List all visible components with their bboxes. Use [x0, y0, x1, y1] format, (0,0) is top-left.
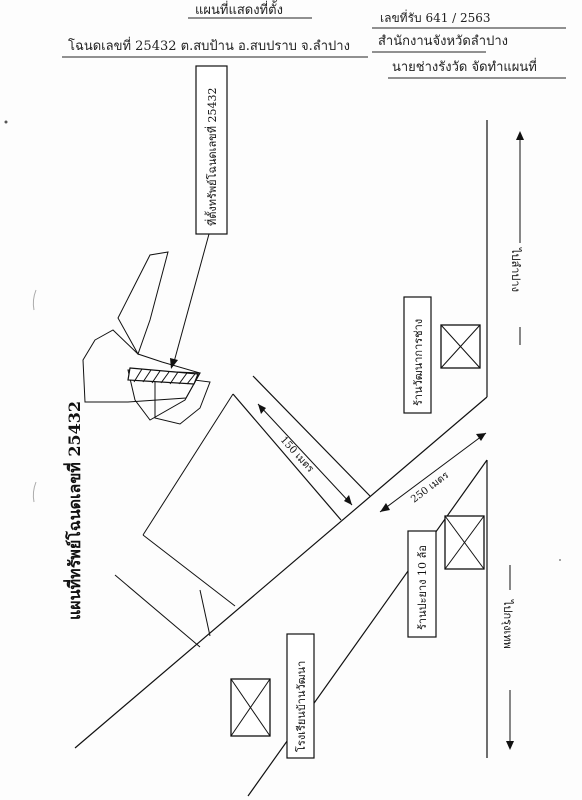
- school-label: โรงเรียนบ้านวัฒนา: [294, 661, 308, 752]
- punch-hole-mark: [32, 289, 37, 311]
- lane-line: [142, 393, 234, 536]
- paper-speck: [559, 559, 561, 561]
- subject-parcel-25432: [127, 367, 199, 385]
- header-top-right: เลขที่รับ 641 / 2563: [380, 9, 491, 25]
- arrow-head-icon: [258, 404, 266, 414]
- side-road-edge-east: [252, 375, 371, 497]
- arrow-head-icon: [380, 503, 390, 512]
- diagonal-road-edge-upper: [74, 396, 488, 749]
- shop-1-label: ร้านวัฒนาการช่าง: [412, 319, 425, 406]
- header-office-line: สำนักงานจังหวัดลำปาง: [378, 34, 508, 49]
- neighbor-parcel: [82, 329, 201, 403]
- arrow-head-icon: [516, 131, 524, 140]
- diagonal-road-edge-lower: [247, 459, 488, 797]
- lane-line: [199, 589, 211, 637]
- neighbor-parcel: [127, 369, 201, 421]
- label-to-bangkok: ไปกรุงเทพ: [501, 599, 514, 649]
- arrow-head-icon: [476, 433, 486, 441]
- shop-1-label-box: [403, 296, 432, 414]
- callout-box: [195, 65, 228, 235]
- dimension-line-250m: [379, 432, 487, 513]
- arrow-head-icon: [344, 495, 352, 505]
- header-officer-line: นายช่างรังวัด จัดทำแผนที่: [392, 58, 537, 75]
- dimension-line-150m: [257, 403, 353, 506]
- map-title: แผนที่ทรัพย์โฉนดเลขที่ 25432: [63, 401, 84, 620]
- building-cross: [444, 515, 485, 570]
- lane-line: [114, 574, 201, 648]
- lane-line: [142, 534, 236, 607]
- side-road-edge-west: [232, 393, 342, 521]
- building-cross: [230, 678, 271, 737]
- header-land-line: โฉนดเลขที่ 25432 ต.สบป้าน อ.สบปราบ จ.ลำป…: [68, 37, 350, 54]
- paper-speck: [4, 120, 8, 124]
- building-cross: [440, 324, 481, 369]
- subject-parcel-hatch: [133, 368, 196, 385]
- callout-label: ที่ตั้งทรัพย์โฉนดเลขที่ 25432: [204, 88, 219, 226]
- arrow-head-icon: [170, 358, 178, 369]
- header-top-center: แผนที่แสดงที่ตั้ง: [195, 0, 283, 18]
- callout-leader-line: [173, 233, 210, 363]
- school-label-box: [286, 633, 315, 759]
- label-to-lampang: ไปลำปาง: [509, 247, 522, 292]
- shop-2-label-box: [407, 530, 437, 638]
- neighbor-parcel: [154, 374, 211, 425]
- punch-hole-mark: [32, 481, 37, 503]
- neighbor-parcel: [117, 251, 169, 356]
- arrow-head-icon: [506, 741, 514, 750]
- shop-2-label: ร้านปะยาง 10 ล้อ: [416, 545, 429, 630]
